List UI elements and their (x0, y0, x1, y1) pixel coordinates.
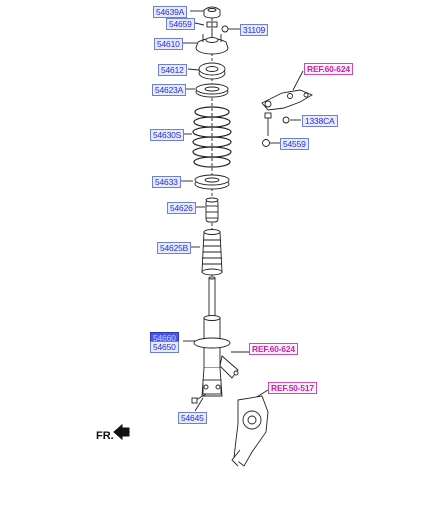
strut-assembly-part (193, 276, 231, 397)
part-label-54639a[interactable]: 54639A (153, 6, 188, 18)
front-direction-label: FR. (96, 430, 114, 442)
dust-cover-part (201, 229, 223, 276)
top-cap-part (203, 6, 221, 19)
ref-label-60-624-bracket[interactable]: REF.60-624 (304, 63, 353, 75)
part-label-1338ca[interactable]: 1338CA (302, 115, 338, 127)
leader-line (187, 68, 200, 71)
part-label-54626[interactable]: 54626 (167, 202, 196, 214)
small-nut-part (221, 25, 229, 33)
ref-label-60-624-stabilizer[interactable]: REF.60-624 (249, 343, 298, 355)
part-label-54612[interactable]: 54612 (158, 64, 187, 76)
part-label-54610[interactable]: 54610 (154, 38, 183, 50)
nut-part (206, 21, 218, 28)
leader-line (194, 22, 205, 26)
bearing-part (198, 62, 226, 80)
bump-stopper-part (205, 197, 219, 223)
leader-line (194, 397, 204, 412)
subframe-bracket-part (261, 89, 314, 111)
part-label-54625b[interactable]: 54625B (157, 242, 192, 254)
bracket-nut-part (262, 139, 270, 147)
part-label-54650[interactable]: 54650 (150, 341, 179, 353)
part-label-31109[interactable]: 31109 (240, 24, 269, 36)
bracket-bolt-part (264, 112, 290, 136)
upper-seat-part (195, 83, 229, 98)
part-label-54559[interactable]: 54559 (280, 138, 309, 150)
lower-spring-pad-part (194, 174, 230, 190)
strut-mount-part (195, 30, 229, 55)
part-label-54659[interactable]: 54659 (166, 18, 195, 30)
bolt-part (191, 393, 207, 404)
part-label-54630s[interactable]: 54630S (150, 129, 185, 141)
leader-line (292, 70, 304, 91)
part-label-54623a[interactable]: 54623A (152, 84, 187, 96)
steering-knuckle-part (231, 395, 269, 467)
part-label-54633[interactable]: 54633 (152, 176, 181, 188)
front-direction-arrow-icon (113, 423, 130, 441)
stabilizer-bracket-part (219, 355, 239, 379)
coil-spring-part (192, 106, 232, 168)
part-label-54645[interactable]: 54645 (178, 412, 207, 424)
ref-label-50-517-knuckle[interactable]: REF.50-517 (268, 382, 317, 394)
